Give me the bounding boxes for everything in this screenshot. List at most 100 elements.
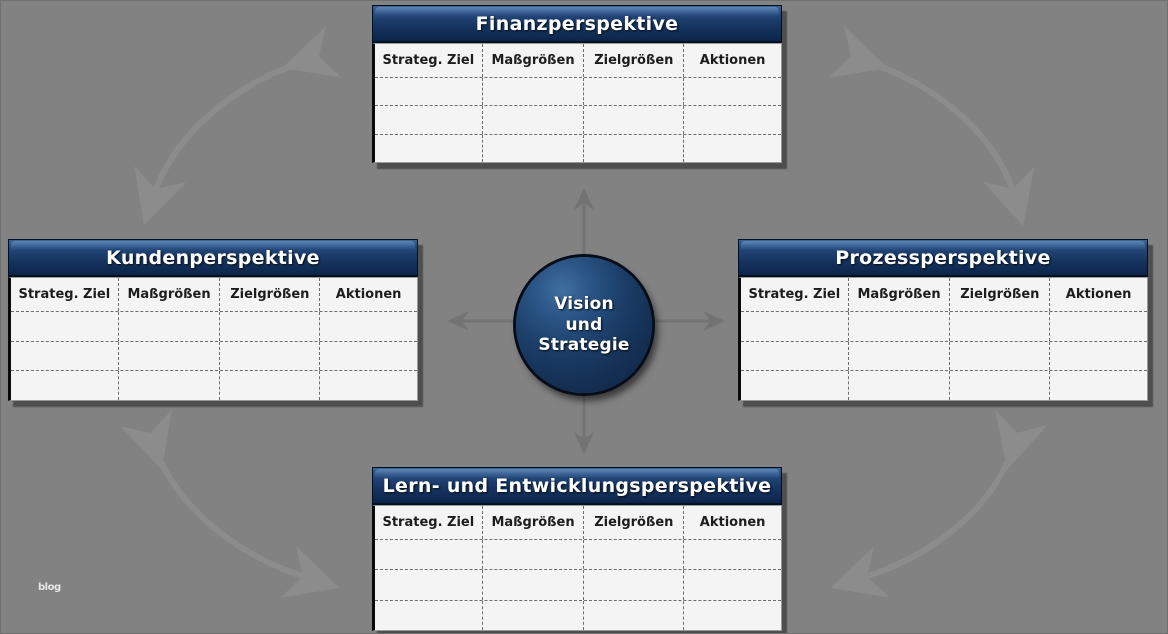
table-row[interactable] <box>741 311 1147 341</box>
scorecard-table-kundenperspektive[interactable]: Strateg. Ziel Maßgrößen Zielgrößen Aktio… <box>8 277 418 401</box>
table-cell[interactable] <box>375 540 482 569</box>
table-cell[interactable] <box>375 106 482 133</box>
panel-title: Finanzperspektive <box>475 12 679 35</box>
scorecard-table-prozessperspektive[interactable]: Strateg. Ziel Maßgrößen Zielgrößen Aktio… <box>738 277 1148 401</box>
table-cell[interactable] <box>11 342 118 371</box>
table-cell[interactable] <box>117 371 220 401</box>
table-cell[interactable] <box>1049 371 1147 401</box>
table-header-row: Strateg. Ziel Maßgrößen Zielgrößen Aktio… <box>375 44 781 77</box>
table-header-row: Strateg. Ziel Maßgrößen Zielgrößen Aktio… <box>11 278 417 311</box>
scorecard-table-lern-und-entwicklungsperspektive[interactable]: Strateg. Ziel Maßgrößen Zielgrößen Aktio… <box>372 505 782 631</box>
panel-finanzperspektive[interactable]: Finanzperspektive Strateg. Ziel Maßgröße… <box>372 5 787 169</box>
table-row[interactable] <box>375 133 781 162</box>
table-cell[interactable] <box>683 106 781 134</box>
table-cell[interactable] <box>219 371 319 401</box>
panel-title: Kundenperspektive <box>106 246 320 269</box>
vision-line-2: und <box>565 314 603 335</box>
arc-top-right-icon <box>828 26 1035 226</box>
table-cell[interactable] <box>683 134 781 162</box>
table-cell[interactable] <box>1049 341 1147 371</box>
column-header-aktionen: Aktionen <box>683 506 781 539</box>
table-header-row: Strateg. Ziel Maßgrößen Zielgrößen Aktio… <box>375 506 781 539</box>
table-cell[interactable] <box>847 312 950 341</box>
table-cell[interactable] <box>847 341 950 371</box>
table-row[interactable] <box>375 569 781 600</box>
arc-bottom-right-icon <box>830 410 1048 598</box>
table-cell[interactable] <box>481 540 584 570</box>
panel-title: Prozessperspektive <box>835 246 1051 269</box>
column-header-aktionen: Aktionen <box>1049 278 1147 311</box>
column-header-zielgroessen: Zielgrößen <box>219 278 319 311</box>
table-cell[interactable] <box>683 78 781 106</box>
table-cell[interactable] <box>583 78 683 106</box>
table-cell[interactable] <box>481 106 584 134</box>
table-cell[interactable] <box>319 341 417 371</box>
table-row[interactable] <box>375 77 781 106</box>
table-row[interactable] <box>375 539 781 570</box>
table-cell[interactable] <box>847 371 950 401</box>
column-header-massgroessen: Maßgrößen <box>481 506 584 539</box>
vision-line-1: Vision <box>554 293 614 314</box>
table-cell[interactable] <box>481 78 584 106</box>
vision-label: Vision und Strategie <box>538 294 629 356</box>
table-cell[interactable] <box>481 600 584 630</box>
table-cell[interactable] <box>219 341 319 371</box>
table-row[interactable] <box>375 599 781 630</box>
column-header-zielgroessen: Zielgrößen <box>583 506 683 539</box>
table-cell[interactable] <box>949 341 1049 371</box>
panel-kundenperspektive[interactable]: Kundenperspektive Strateg. Ziel Maßgröße… <box>8 239 423 407</box>
table-cell[interactable] <box>319 312 417 341</box>
vision-und-strategie-circle[interactable]: Vision und Strategie <box>516 257 652 393</box>
watermark-blog: blog <box>38 582 61 593</box>
table-cell[interactable] <box>683 600 781 630</box>
table-cell[interactable] <box>1049 312 1147 341</box>
table-row[interactable] <box>741 340 1147 371</box>
table-cell[interactable] <box>583 600 683 630</box>
table-cell[interactable] <box>375 135 482 162</box>
table-cell[interactable] <box>741 312 848 341</box>
table-cell[interactable] <box>949 371 1049 401</box>
arc-bottom-left-icon <box>120 410 340 598</box>
table-cell[interactable] <box>741 342 848 371</box>
table-cell[interactable] <box>683 570 781 600</box>
table-cell[interactable] <box>481 134 584 162</box>
table-row[interactable] <box>11 311 417 341</box>
table-cell[interactable] <box>219 312 319 341</box>
table-cell[interactable] <box>375 570 482 599</box>
panel-prozessperspektive[interactable]: Prozessperspektive Strateg. Ziel Maßgröß… <box>738 239 1153 407</box>
table-cell[interactable] <box>11 312 118 341</box>
table-cell[interactable] <box>117 312 220 341</box>
column-header-strategisches-ziel: Strateg. Ziel <box>748 287 841 302</box>
scorecard-table-finanzperspektive[interactable]: Strateg. Ziel Maßgrößen Zielgrößen Aktio… <box>372 43 782 163</box>
vision-line-3: Strategie <box>538 335 630 356</box>
table-cell[interactable] <box>583 106 683 134</box>
column-header-strategisches-ziel: Strateg. Ziel <box>382 53 475 68</box>
table-row[interactable] <box>11 340 417 371</box>
table-cell[interactable] <box>481 570 584 600</box>
table-row[interactable] <box>11 370 417 401</box>
panel-lern-und-entwicklungsperspektive[interactable]: Lern- und Entwicklungsperspektive Strate… <box>372 467 787 633</box>
column-header-aktionen: Aktionen <box>319 278 417 311</box>
table-cell[interactable] <box>583 570 683 600</box>
table-cell[interactable] <box>117 341 220 371</box>
panel-header-prozessperspektive: Prozessperspektive <box>738 239 1148 277</box>
panel-title: Lern- und Entwicklungsperspektive <box>382 474 772 497</box>
table-cell[interactable] <box>741 371 848 400</box>
table-cell[interactable] <box>583 134 683 162</box>
table-cell[interactable] <box>375 78 482 105</box>
arrow-right-icon <box>649 311 725 331</box>
table-header-row: Strateg. Ziel Maßgrößen Zielgrößen Aktio… <box>741 278 1147 311</box>
panel-header-lern-und-entwicklungsperspektive: Lern- und Entwicklungsperspektive <box>372 467 782 505</box>
table-cell[interactable] <box>949 312 1049 341</box>
table-cell[interactable] <box>583 540 683 570</box>
table-cell[interactable] <box>319 371 417 401</box>
table-cell[interactable] <box>683 540 781 570</box>
panel-header-kundenperspektive: Kundenperspektive <box>8 239 418 277</box>
table-cell[interactable] <box>375 601 482 630</box>
table-row[interactable] <box>741 370 1147 401</box>
table-cell[interactable] <box>11 371 118 400</box>
column-header-zielgroessen: Zielgrößen <box>949 278 1049 311</box>
panel-header-finanzperspektive: Finanzperspektive <box>372 5 782 43</box>
table-row[interactable] <box>375 105 781 134</box>
